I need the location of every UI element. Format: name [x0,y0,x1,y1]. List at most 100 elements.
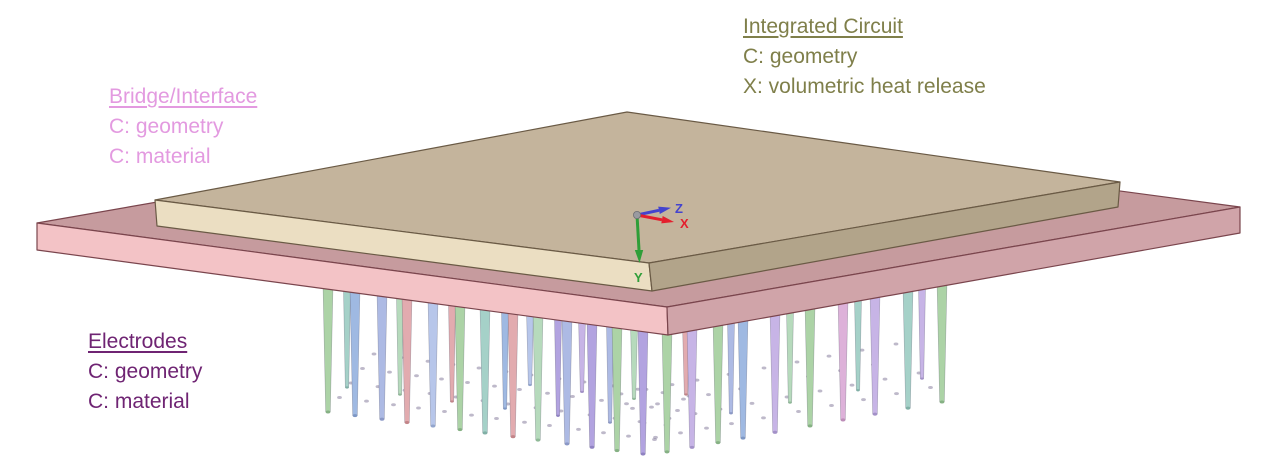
x-axis-shaft [636,213,663,222]
electrode-pin-tip [439,377,444,381]
electrode-pin [479,294,491,435]
electrode-pin [427,287,439,428]
axis-triad: Z X Y [633,201,689,285]
electrode-pin-tip [337,396,342,399]
electrode-pin-tip [894,392,899,396]
electrode-pin-tip [601,431,606,435]
electrode-pin-tip [558,409,564,413]
x-axis-label: X [680,216,689,231]
electrode-pin [586,308,598,449]
electrode-pin-tip [706,393,711,397]
electrode-pin-tip [817,389,823,393]
electrode-pin [737,305,749,440]
electrode-pin-tip [859,348,865,352]
electrode-pin-tip [391,403,396,407]
electrode-pin-tip [517,387,522,391]
electrode-pin-tip [826,354,832,358]
electrode-pin-tip [414,374,419,378]
electrode-pin [507,297,519,439]
electrode-pin-tip [494,416,499,420]
y-axis-label: Y [634,270,643,285]
electrode-pin-tip [653,435,658,439]
electrode-pin [454,290,466,432]
electrode-pin-tip [387,370,392,374]
annotation-electrodes: Electrodes C: geometry C: material [88,327,202,417]
electrode-pin-tip [599,398,604,402]
electrode-pin-tip [761,416,766,420]
electrode-pin [869,281,881,416]
annotation-electrodes-line1: C: geometry [88,360,203,383]
annotation-bridge-interface-line1: C: geometry [109,115,224,138]
electrode-pin [785,296,795,404]
electrode-pin-tip [505,402,511,406]
annotation-bridge-interface-title: Bridge/Interface [109,85,258,108]
electrode-pin [837,287,849,422]
electrode-pin-tip [861,398,866,402]
ic-front-right-face [648,181,1121,292]
electrode-pin [712,309,724,445]
y-axis-arrowhead [634,250,644,263]
electrode-pin-tip [704,426,709,430]
electrode-pin [349,276,361,418]
electrode-pin-tip [796,409,801,413]
electrode-pin [902,275,914,410]
annotation-electrodes-title: Electrodes [88,330,188,353]
x-axis-arrowhead [661,216,674,224]
electrode-pin-tip [882,377,888,381]
electrode-pin-tip [635,387,641,391]
annotation-integrated-circuit: Integrated Circuit C: geometry X: volume… [743,12,986,102]
electrode-pin-tip [547,424,552,428]
axis-origin-ball [633,210,642,219]
electrode-pin-tip [681,397,686,401]
electrode-pin-tip [649,405,654,409]
electrode-pin-tip [371,352,377,356]
electrode-pin-tip [425,359,431,363]
electrode-pin-tip [476,366,482,370]
electrode-pin-tip [794,360,800,364]
electrode-pin-tip [469,413,474,417]
electrode-pin [322,272,334,414]
electrode-pin [611,311,623,453]
electrode-pin [637,315,649,456]
electrode-pin-tip [522,420,527,424]
electrode-pin-tip [545,391,550,395]
electrode-pin [686,314,698,449]
electrode-pin [936,269,948,404]
electrode-pin-tip [678,431,683,435]
electrode-pin-tip [849,383,855,387]
y-axis-shaft [635,214,641,251]
electrode-pin-tip [576,427,581,431]
electrode-pin-tip [928,386,933,390]
electrode-pin-tip [624,402,629,406]
electrode-pin [561,305,573,446]
electrode-pins [322,269,948,456]
annotation-bridge-interface: Bridge/Interface C: geometry C: material [109,82,257,172]
electrode-pin [661,318,673,454]
electrode-pin-tip [364,399,369,403]
annotation-bridge-interface-line2: C: material [109,145,211,168]
electrode-pin-tip [749,401,755,405]
electrode-pin-tip [829,403,834,407]
electrode-pin-tip [442,410,447,414]
electrode-pin [769,299,781,434]
electrode-pin-tip [761,366,767,370]
z-axis-label: Z [675,201,683,216]
electrode-pin [376,280,388,421]
ic-plate [154,111,1121,292]
annotation-integrated-circuit-line1: C: geometry [743,45,858,68]
electrode-pin-tip [360,367,365,370]
electrode-pin-tip [626,434,631,438]
electrode-pin-tip [893,342,899,346]
electrode-pin-tip [570,395,575,399]
electrode-pin-tip [729,422,734,426]
electrode-pin-tip [492,384,497,388]
electrode-pin-tip [675,409,680,413]
electrode-pin [401,283,413,425]
annotation-electrodes-line2: C: material [88,390,190,413]
electrode-pin-tip [630,406,635,410]
electrode-pin-tip [465,381,470,385]
z-axis-arrowhead [658,206,671,214]
electrode-pin-tip [416,406,421,410]
